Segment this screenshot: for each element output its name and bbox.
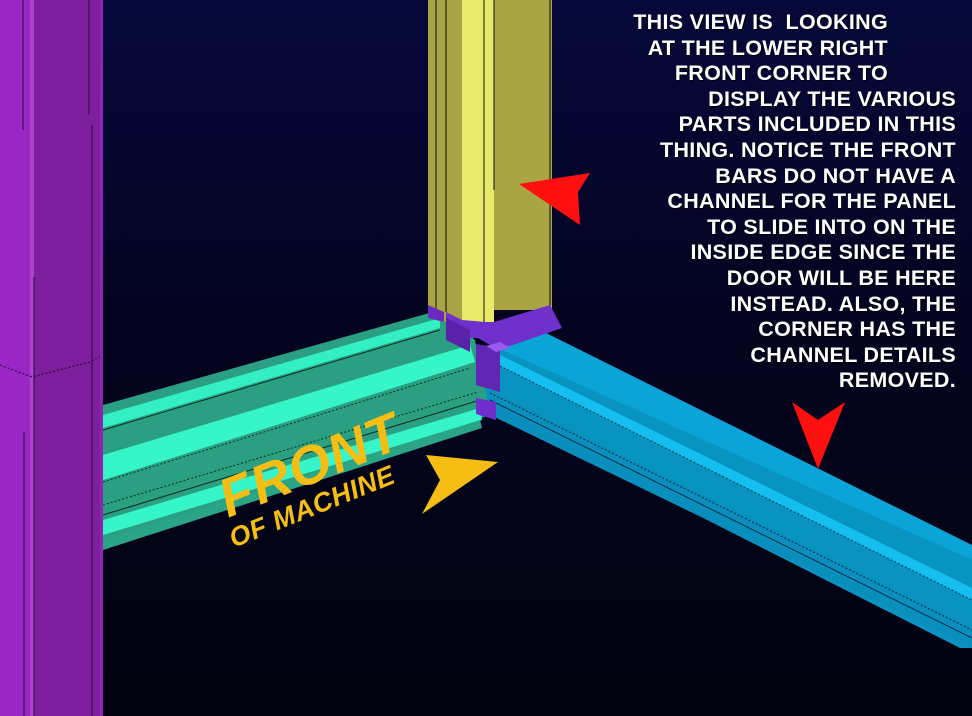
annotation-line: TO SLIDE INTO ON THE (707, 214, 956, 239)
purple-corner-connector (428, 305, 562, 420)
purple-corner-post (0, 0, 104, 716)
blue-side-rail (480, 330, 972, 648)
annotation-line: PARTS INCLUDED IN THIS (678, 112, 956, 137)
annotation-line: CHANNEL DETAILS (750, 342, 956, 367)
annotation-line: CORNER HAS THE (758, 317, 956, 342)
annotation-line: BARS DO NOT HAVE A (715, 163, 956, 188)
annotation-line: INSTEAD. ALSO, THE (730, 291, 956, 316)
annotation-line: THIS VIEW IS LOOKING (633, 10, 888, 34)
annotation-line: REMOVED. (838, 368, 956, 393)
front-arrow (422, 455, 498, 514)
annotation-line: INSIDE EDGE SINCE THE (690, 240, 956, 265)
annotation-line: CHANNEL FOR THE PANEL (667, 189, 956, 214)
red-arrow-left (519, 173, 590, 225)
green-front-rail (102, 310, 490, 550)
annotation-line: AT THE LOWER RIGHT (647, 35, 888, 60)
red-arrow-down (792, 402, 845, 469)
annotation-line: THING. NOTICE THE FRONT (660, 137, 956, 162)
yellow-vertical-post (428, 0, 552, 322)
annotation-text: THIS VIEW IS LOOKING AT THE LOWER RIGHT … (556, 10, 956, 394)
annotation-line: FRONT CORNER TO (674, 61, 888, 86)
annotation-line: DISPLAY THE VARIOUS (708, 86, 956, 111)
annotation-line: DOOR WILL BE HERE (726, 265, 956, 290)
